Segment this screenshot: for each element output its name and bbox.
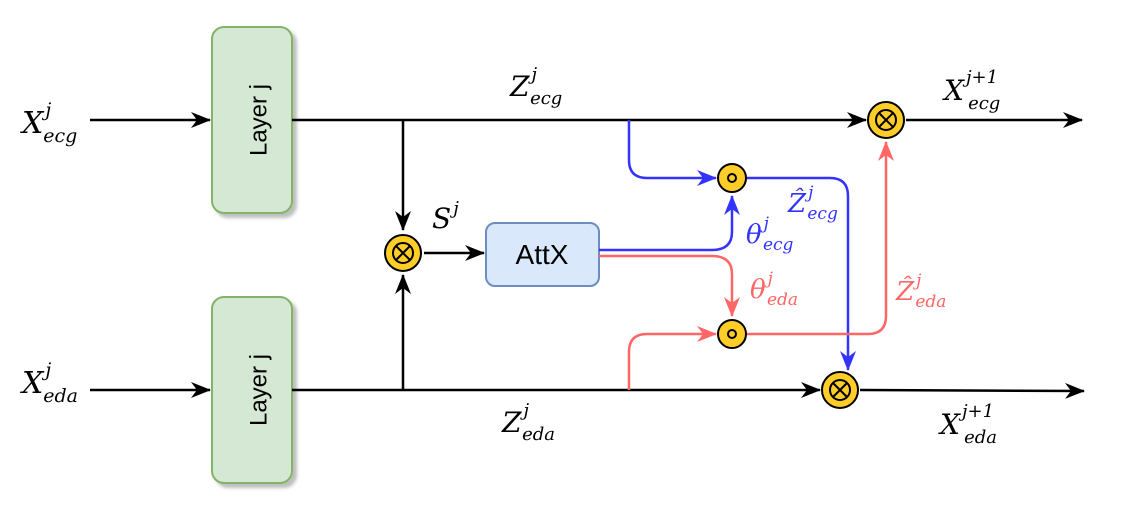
theta-eda-arrow [599, 254, 740, 317]
zhat-eda-arrow [746, 141, 894, 336]
eda-branch-arrow [627, 326, 717, 390]
layer-box-ecg: Layer j [211, 26, 293, 214]
output-eda-arrow [859, 382, 1085, 399]
ecg-branch-arrow [627, 120, 717, 186]
attx-box: AttX [485, 222, 600, 287]
hadamard-node-eda [717, 319, 747, 349]
theta-ecg-arrow [599, 195, 740, 252]
zhat-ecg-arrow [746, 176, 856, 371]
multiply-node-ecg-output [867, 101, 905, 139]
attx-label: AttX [516, 239, 569, 270]
multiply-node-fusion [384, 234, 422, 272]
layer-ecg-label: Layer j [245, 84, 272, 156]
layer-box-eda: Layer j [211, 296, 293, 484]
multiply-node-eda-output [821, 371, 859, 409]
hadamard-node-ecg [717, 163, 747, 193]
layer-eda-label: Layer j [245, 354, 272, 426]
